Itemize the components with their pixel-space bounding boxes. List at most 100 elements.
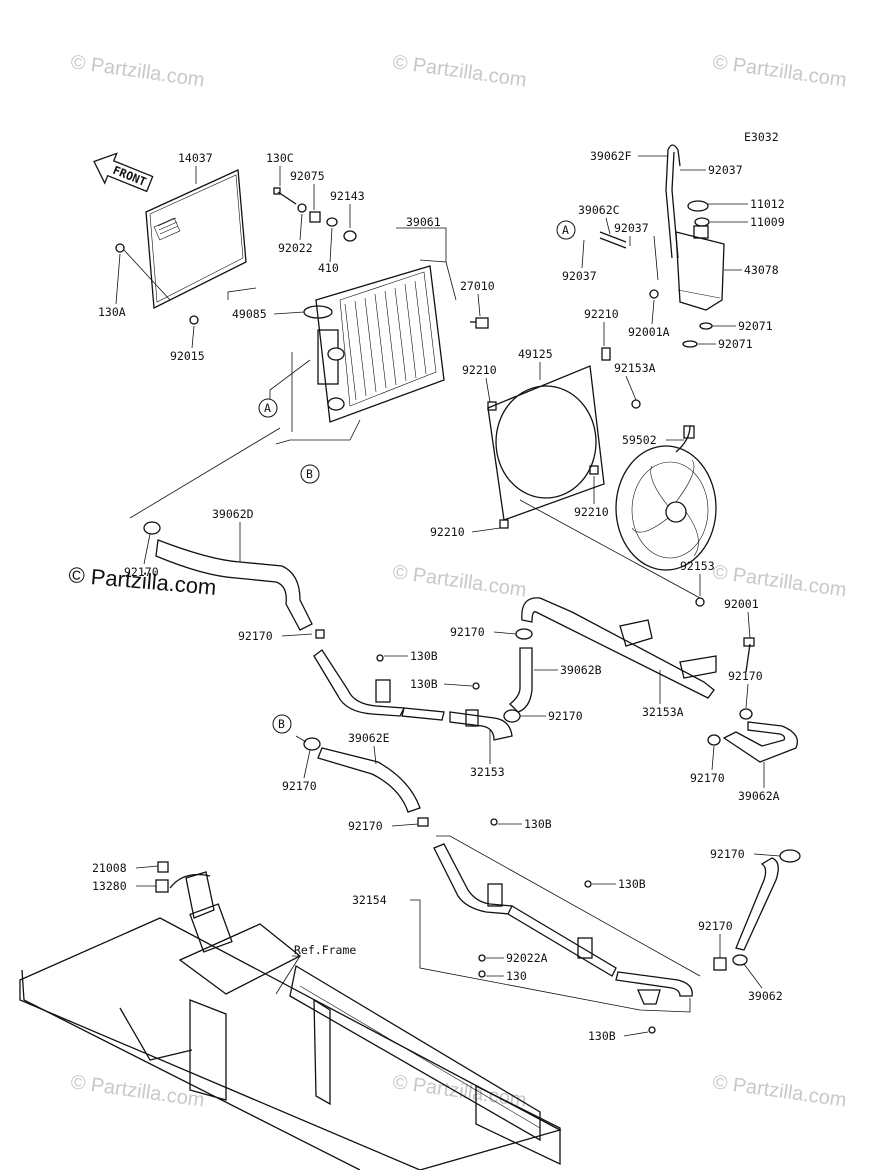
callout-a-left: A: [258, 398, 278, 418]
part-label: 39062F: [590, 149, 632, 163]
washer-92022a: [478, 954, 486, 962]
hose-39062c: [599, 231, 627, 249]
part-label: 130B: [618, 877, 646, 891]
part-label: 13280: [92, 879, 127, 893]
bolt-92001a: [649, 289, 659, 299]
pipe-32154: [433, 843, 693, 1005]
bolt-130: [478, 970, 486, 978]
hose-39062a: [707, 708, 799, 763]
watermark: © Partzilla.com: [711, 51, 848, 92]
hose-39062: [713, 849, 801, 971]
part-label: 11012: [750, 197, 785, 211]
part-label: 92015: [170, 349, 205, 363]
part-label: 130B: [588, 1029, 616, 1043]
part-label: 92170: [728, 669, 763, 683]
part-label: 92001A: [628, 325, 670, 339]
part-label: 92210: [462, 363, 497, 377]
part-label: 39062A: [738, 789, 780, 803]
part-label: 32154: [352, 893, 387, 907]
svg-text:A: A: [562, 223, 569, 237]
part-label: 92075: [290, 169, 325, 183]
part-label: 92153: [680, 559, 715, 573]
part-label: 39062E: [348, 731, 390, 745]
part-label: 130B: [410, 649, 438, 663]
part-label: 92170: [348, 819, 383, 833]
part-label: 92022A: [506, 951, 548, 965]
part-label: 11009: [750, 215, 785, 229]
callout-b-left: B: [300, 464, 320, 484]
watermark: © Partzilla.com: [69, 51, 206, 92]
part-label: 92170: [698, 919, 733, 933]
part-label: 32153A: [642, 705, 684, 719]
part-label: 92170: [450, 625, 485, 639]
part-label: 92170: [548, 709, 583, 723]
part-label: 27010: [460, 279, 495, 293]
pipe-32153: [313, 629, 513, 741]
part-label: 92170: [710, 847, 745, 861]
part-label: 92170: [282, 779, 317, 793]
hose-39062e: [303, 737, 429, 827]
hose-39062b: [509, 628, 533, 713]
fan-shroud: [487, 347, 641, 529]
part-label: 92071: [738, 319, 773, 333]
watermark: © Partzilla.com: [391, 561, 528, 602]
front-arrow-icon: FRONT: [93, 152, 154, 193]
damper-92143: [343, 230, 357, 242]
hose-39062d: [143, 521, 313, 631]
watermark: © Partzilla.com: [391, 51, 528, 92]
bolt-130b: [648, 1026, 656, 1034]
part-label: 92037: [562, 269, 597, 283]
part-label: 49125: [518, 347, 553, 361]
part-label: 92210: [574, 505, 609, 519]
part-label: 130B: [524, 817, 552, 831]
svg-text:A: A: [264, 401, 271, 415]
part-label: 39062D: [212, 507, 254, 521]
part-label: 49085: [232, 307, 267, 321]
bolt-130a: [115, 243, 125, 253]
washer-92022: [297, 203, 307, 213]
part-labels: 14037 130C 92075 92143 39061 92022 410 2…: [92, 149, 785, 1043]
part-label: 92143: [330, 189, 365, 203]
part-label: 59502: [622, 433, 657, 447]
bolt-92153: [695, 597, 705, 607]
bolt-130b: [472, 682, 480, 690]
part-label: 39061: [406, 215, 441, 229]
part-label: 130B: [410, 677, 438, 691]
grommet-410: [326, 217, 338, 227]
part-label: 92037: [708, 163, 743, 177]
radiator: [315, 265, 445, 423]
bolt-130c: [273, 187, 297, 205]
watermark: © Partzilla.com: [711, 561, 848, 602]
part-label: 32153: [470, 765, 505, 779]
part-label: 92170: [124, 565, 159, 579]
part-label: 43078: [744, 263, 779, 277]
watermarks: © Partzilla.com © Partzilla.com © Partzi…: [68, 51, 848, 1112]
part-label: 39062: [748, 989, 783, 1003]
part-label: 92071: [718, 337, 753, 351]
bolt-130b: [584, 880, 592, 888]
part-label: 21008: [92, 861, 127, 875]
part-label: 92153A: [614, 361, 656, 375]
callout-a-right: A: [556, 220, 576, 240]
part-label: 92210: [430, 525, 465, 539]
part-label: 14037: [178, 151, 213, 165]
part-label: 39062C: [578, 203, 620, 217]
ref-frame-label: Ref.Frame: [294, 943, 356, 957]
part-label: 130C: [266, 151, 294, 165]
fan-assembly: [615, 425, 717, 571]
part-label: 130: [506, 969, 527, 983]
fan-switch-27010: [470, 317, 489, 329]
part-label: 92037: [614, 221, 649, 235]
bolt-130b: [376, 654, 384, 662]
radiator-screen: [145, 169, 247, 310]
svg-text:B: B: [306, 467, 313, 481]
collar-92015: [189, 315, 199, 325]
part-label: 92001: [724, 597, 759, 611]
collar-92075: [309, 211, 321, 223]
part-label: 92210: [584, 307, 619, 321]
svg-text:B: B: [278, 717, 285, 731]
part-label: 39062B: [560, 663, 602, 677]
part-label: 92022: [278, 241, 313, 255]
